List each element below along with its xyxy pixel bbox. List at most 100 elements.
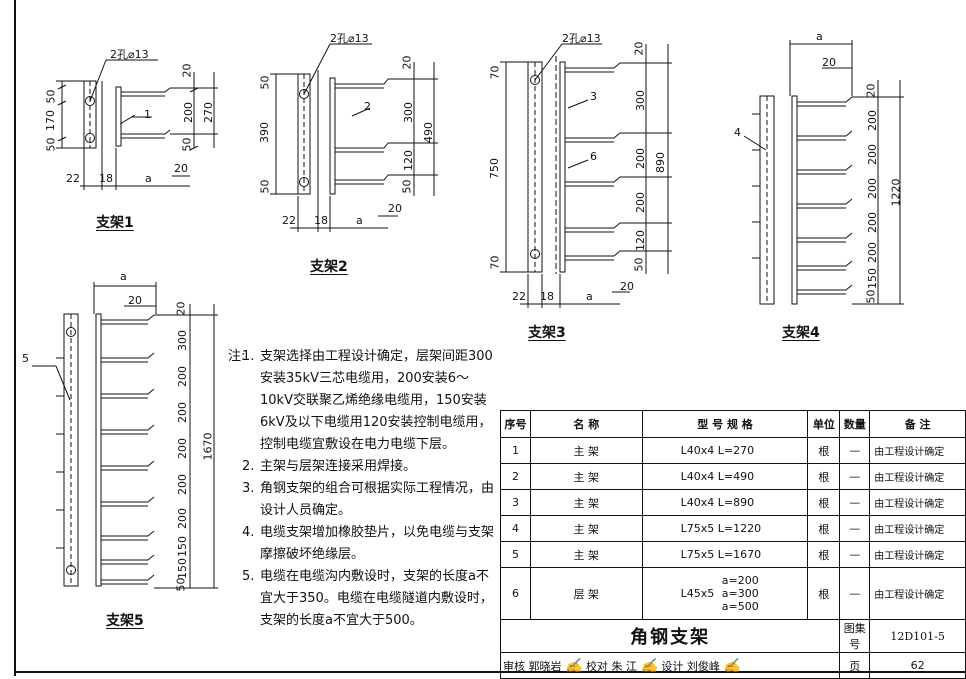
bracket4-top-dim: a bbox=[816, 30, 823, 43]
bracket2-drawing bbox=[270, 43, 438, 232]
bracket5-right-dim: 50 bbox=[174, 577, 188, 592]
frame-border-left bbox=[14, 0, 16, 676]
bracket2-left-dim: 390 bbox=[258, 122, 271, 143]
bracket1-hole-label: 2孔⌀13 bbox=[110, 48, 149, 61]
bracket3-right-dim: 20 bbox=[632, 41, 646, 56]
bracket3-right-dim: 200 bbox=[634, 148, 647, 169]
bracket5-part-number: 5 bbox=[22, 352, 29, 365]
bracket4-total-dim: 1220 bbox=[889, 178, 903, 207]
bracket5-right-dim: 300 bbox=[176, 330, 189, 351]
bracket3-part-number: 6 bbox=[590, 150, 597, 163]
bracket1-hole-bottom bbox=[85, 133, 95, 143]
frame-border-bottom bbox=[14, 671, 966, 673]
page-label: 页 bbox=[839, 652, 871, 679]
bracket2-right-dim: 300 bbox=[402, 102, 415, 123]
bracket3-bottom-dim: 18 bbox=[540, 290, 554, 303]
bracket1-caption: 支架1 bbox=[96, 215, 134, 231]
bracket3-right-dim: 300 bbox=[634, 90, 647, 111]
bracket5-top-dim: 20 bbox=[128, 294, 142, 307]
bracket1-left-dim: 170 bbox=[44, 110, 57, 131]
bracket1-hole-top bbox=[85, 96, 95, 106]
bracket3-hole-label: 2孔⌀13 bbox=[562, 32, 601, 45]
bracket5-right-dim: 200 bbox=[176, 438, 189, 459]
bracket4-right-dim: 200 bbox=[866, 178, 879, 199]
bracket5-drawing bbox=[32, 282, 218, 589]
bracket4-right-dim: 200 bbox=[866, 144, 879, 165]
sign-row: 审核 郭晓岩 ✍ 校对 朱 江 ✍ 设计 刘俊峰 ✍ 页 62 bbox=[499, 652, 966, 679]
bom-row: 6 层 架 L45x5 a=200 a=300 a=500 根 — 由工程设计确… bbox=[500, 567, 966, 620]
bracket1-bottom-dim: 22 bbox=[66, 172, 80, 185]
bracket1-part-number: 1 bbox=[144, 108, 151, 121]
bracket2-caption: 支架2 bbox=[310, 259, 348, 275]
bracket4-right-dim: 200 bbox=[866, 242, 879, 263]
bracket1-left-dim: 50 bbox=[44, 137, 58, 152]
bracket4-right-dim: 150 bbox=[866, 268, 879, 289]
bracket1-right-dim: 50 bbox=[180, 137, 194, 152]
bracket4-right-dim: 200 bbox=[866, 110, 879, 131]
bracket3-right-dim: 50 bbox=[632, 257, 646, 272]
bracket4-drawing bbox=[743, 40, 904, 305]
bracket5-caption: 支架5 bbox=[106, 613, 144, 629]
bracket3-bottom-dim: 20 bbox=[620, 280, 634, 293]
review-signature: ✍ bbox=[565, 657, 583, 674]
bracket2-right-dim: 50 bbox=[400, 179, 414, 194]
bom-header: 序号 bbox=[500, 410, 531, 438]
bracket3-total-dim: 890 bbox=[654, 152, 667, 173]
bracket2-left-dim: 50 bbox=[258, 179, 272, 194]
bracket1-right-dim: 20 bbox=[180, 63, 194, 78]
bracket3-left-dim: 70 bbox=[488, 65, 502, 80]
bom-header: 型 号 规 格 bbox=[641, 410, 809, 438]
bracket5-right-dim: 150 bbox=[176, 536, 189, 557]
bracket5-right-dim: 150 bbox=[176, 558, 189, 579]
bracket3-right-dim: 200 bbox=[634, 192, 647, 213]
bracket1-bottom-dim: a bbox=[145, 172, 152, 185]
note-item: 3.角钢支架的组合可根据实际工程情况，由设计人员确定。 bbox=[242, 481, 495, 518]
bracket3-drawing bbox=[500, 43, 672, 308]
bracket3-right-dim: 120 bbox=[634, 230, 647, 251]
note-item: 1.支架选择由工程设计确定，层架间距300安装35kV三芯电缆用，200安装6～… bbox=[242, 349, 493, 452]
bom-header: 单位 bbox=[807, 410, 841, 438]
bracket4-caption: 支架4 bbox=[782, 325, 820, 341]
drawing-title: 角钢支架 bbox=[499, 619, 841, 653]
bom-header: 备 注 bbox=[869, 410, 966, 438]
bracket4-part-number: 4 bbox=[734, 126, 741, 139]
bracket1-right-dim: 200 bbox=[182, 102, 195, 123]
design-signature: ✍ bbox=[723, 657, 741, 674]
bracket4-top-dim: 20 bbox=[822, 56, 836, 69]
bracket3-caption: 支架3 bbox=[528, 325, 566, 341]
bom-title-row: 角钢支架 图集号 12D101-5 bbox=[499, 619, 966, 653]
bracket4-right-dim: 200 bbox=[866, 212, 879, 233]
bracket5-top-dim: a bbox=[120, 270, 127, 283]
bracket2-bottom-dim: a bbox=[356, 214, 363, 227]
note-item: 5.电缆在电缆沟内敷设时，支架的长度a不宜大于350。电缆在电缆隧道内敷设时，支… bbox=[242, 569, 493, 628]
bracket5-total-dim: 1670 bbox=[201, 432, 215, 461]
bracket1-left-dim: 50 bbox=[44, 89, 58, 104]
bom-header-row: 序号 名 称 型 号 规 格 单位 数量 备 注 bbox=[500, 410, 966, 438]
bracket2-total-dim: 490 bbox=[422, 122, 435, 143]
bracket3-bottom-dim: 22 bbox=[512, 290, 526, 303]
bracket5-right-dim: 200 bbox=[176, 402, 189, 423]
check-signature: ✍ bbox=[640, 657, 658, 674]
bracket3-left-dim: 750 bbox=[488, 158, 501, 179]
bracket3-left-dim: 70 bbox=[488, 255, 502, 270]
bom-row6-spec: L45x5 a=200 a=300 a=500 bbox=[641, 567, 809, 620]
page-number: 62 bbox=[869, 652, 966, 679]
bom-header: 数量 bbox=[839, 410, 871, 438]
bracket2-part-number: 2 bbox=[364, 100, 371, 113]
bracket4-right-dim: 20 bbox=[864, 83, 878, 98]
bracket2-bottom-dim: 22 bbox=[282, 214, 296, 227]
bracket2-hole-label: 2孔⌀13 bbox=[330, 32, 369, 45]
bracket1-drawing bbox=[56, 59, 218, 190]
sign-cell: 审核 郭晓岩 ✍ 校对 朱 江 ✍ 设计 刘俊峰 ✍ bbox=[499, 652, 841, 679]
bracket3-bottom-dim: a bbox=[586, 290, 593, 303]
bracket5-right-dim: 200 bbox=[176, 474, 189, 495]
atlas-number: 12D101-5 bbox=[869, 619, 966, 653]
bracket5-right-dim: 200 bbox=[176, 366, 189, 387]
bracket2-right-dim: 120 bbox=[402, 150, 415, 171]
